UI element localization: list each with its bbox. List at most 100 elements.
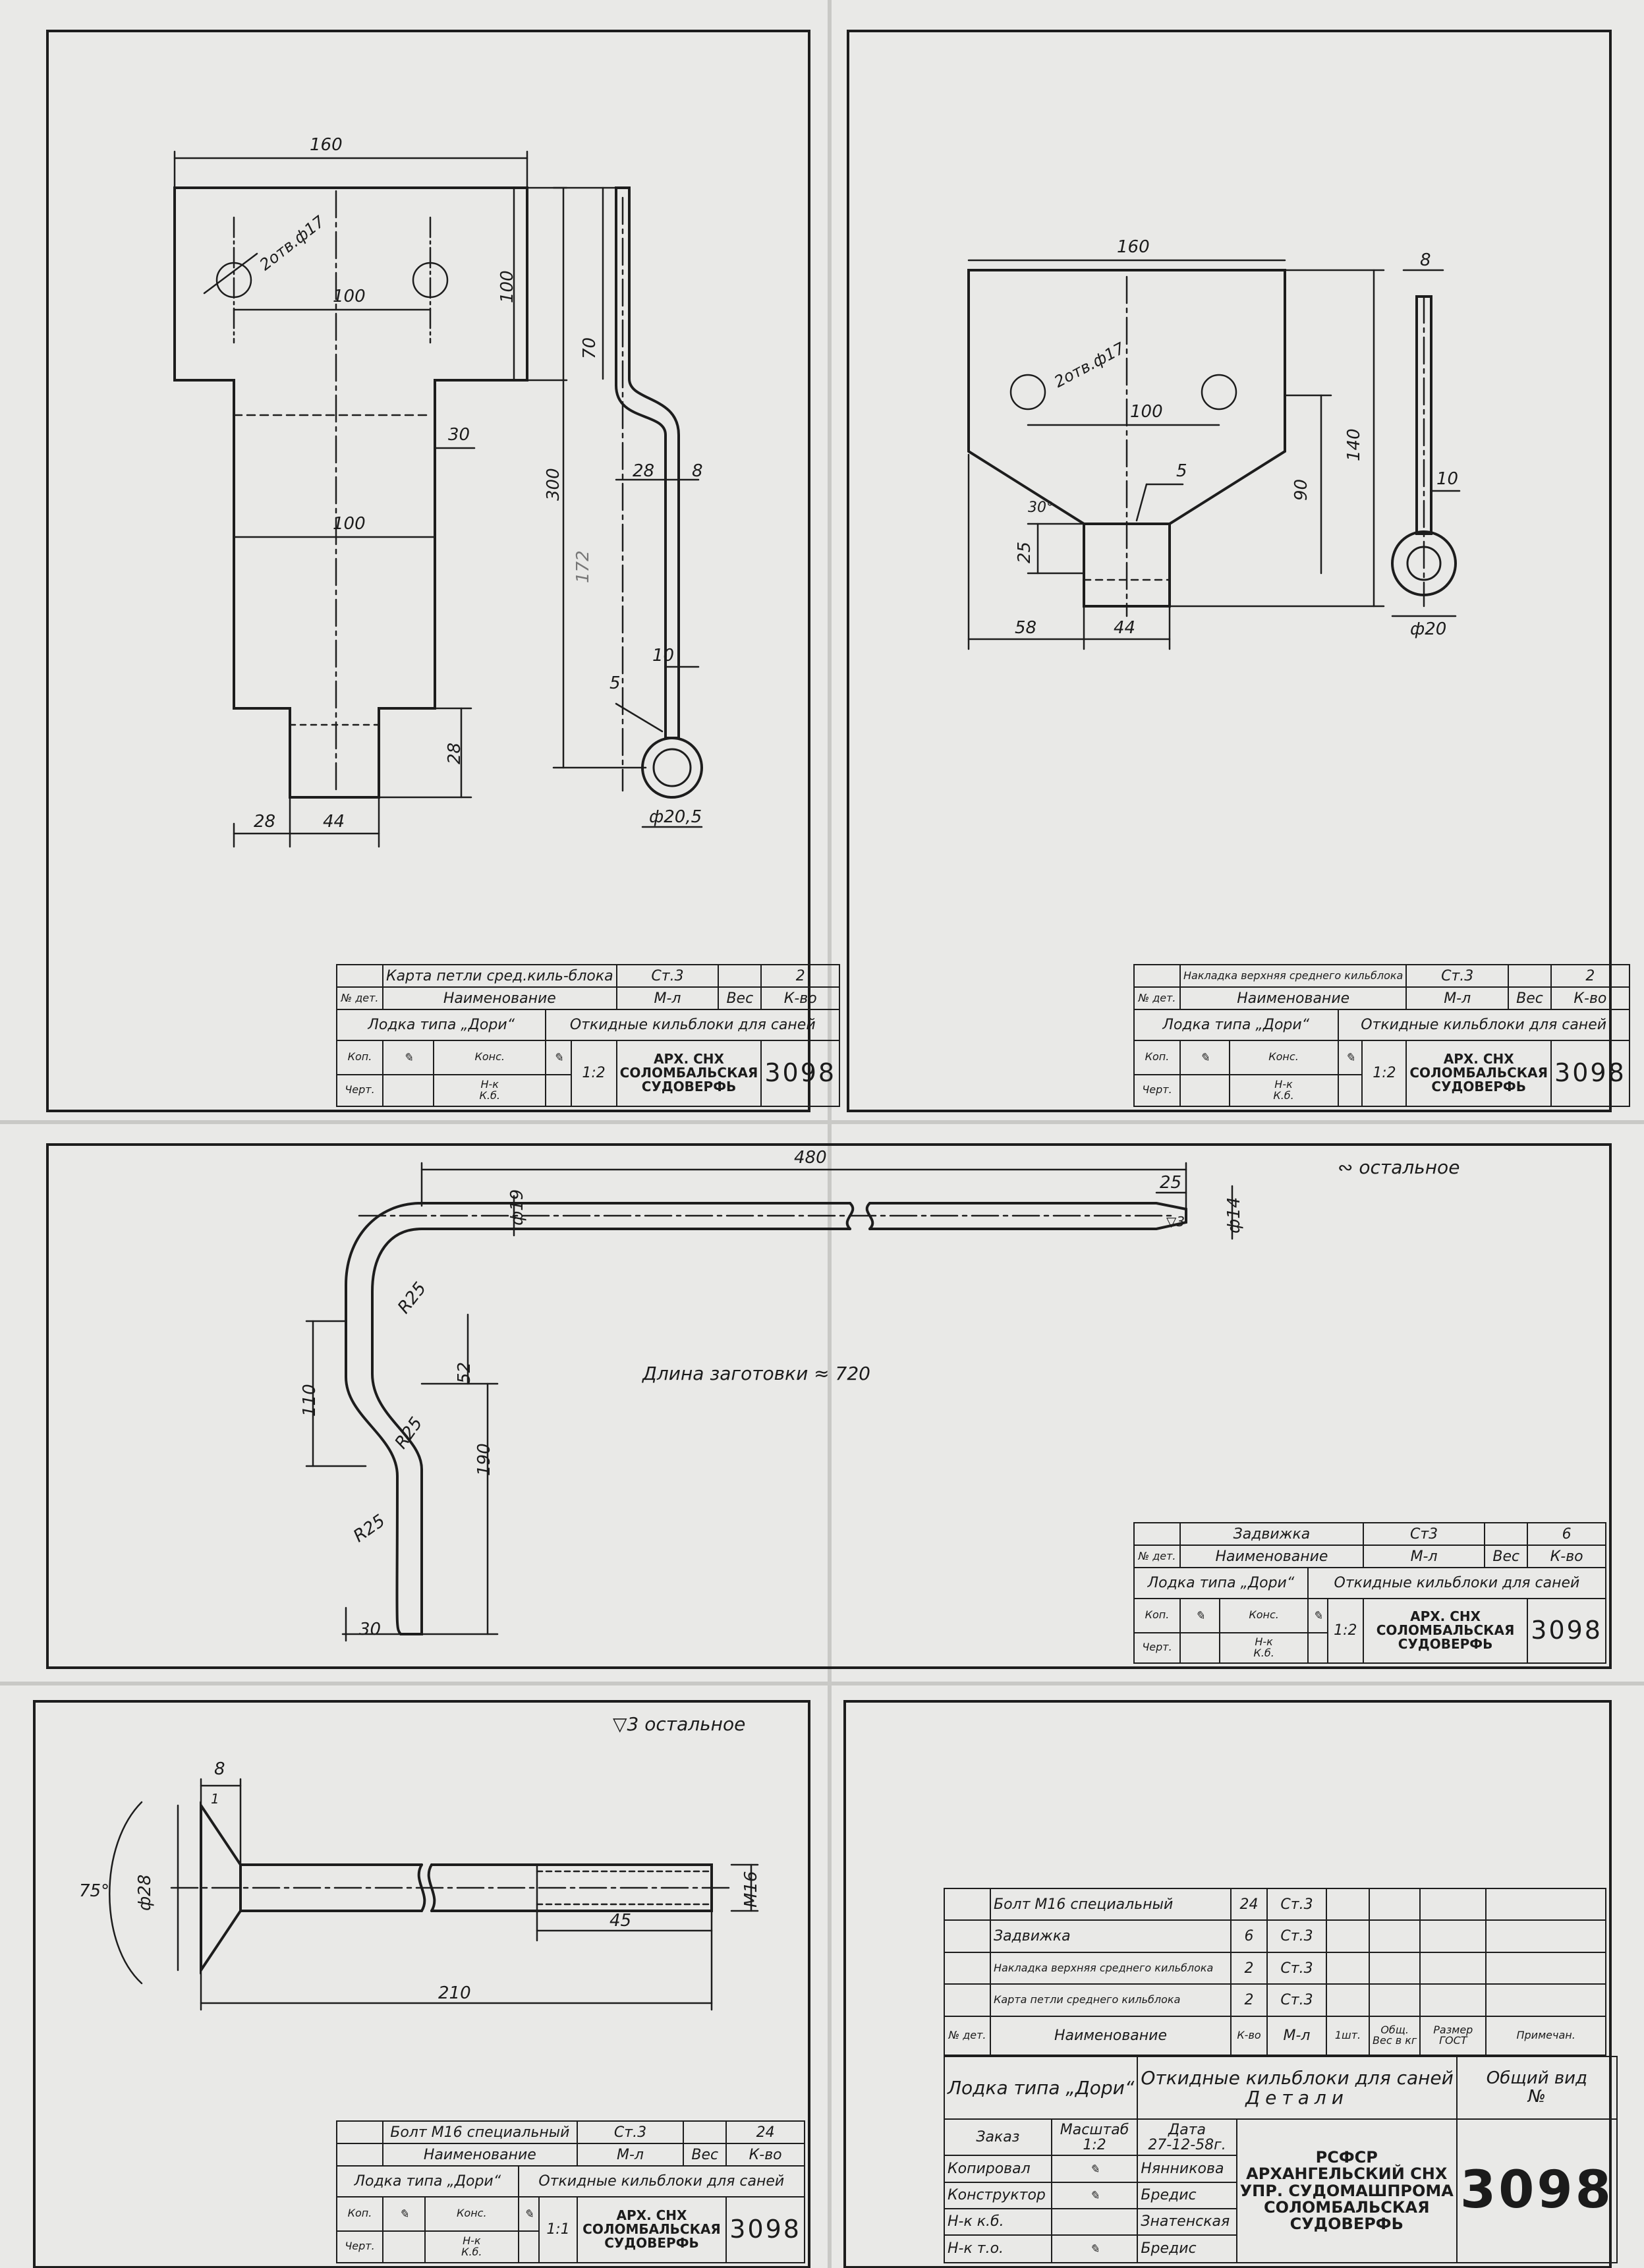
fold-line-vertical	[828, 0, 832, 2268]
dim-44: 44	[1114, 618, 1136, 638]
dim-25: 25	[1160, 1173, 1182, 1193]
drawing-number: 3098	[1460, 2161, 1614, 2221]
dim-30: 30	[448, 425, 470, 445]
dim-210: 210	[438, 1983, 471, 2003]
dim-5: 5	[609, 673, 621, 693]
part-name: Болт М16 специальный	[382, 2120, 578, 2145]
material: Ст.3	[615, 963, 720, 988]
dim-8: 8	[692, 461, 703, 481]
org-line-1: АРХ. СНХ	[616, 2207, 687, 2224]
drawn-label: Черт.	[1133, 1073, 1181, 1108]
hinge-plate-front-view	[173, 186, 528, 799]
dim-90: 90	[1291, 478, 1311, 501]
dim-8: 8	[1420, 250, 1431, 270]
latch-bar	[345, 1202, 1187, 1635]
frame-panel-1	[46, 30, 810, 1112]
frame-panel-5	[843, 1700, 1612, 2268]
weight-label: Вес	[1508, 986, 1552, 1011]
hdr-material: М-л	[1266, 2015, 1327, 2056]
dim-1: 1	[211, 1791, 219, 1807]
view-label: Общий вид	[1486, 2068, 1588, 2089]
dim-172: 172	[573, 550, 593, 583]
boat-type: Лодка типа „Дори“	[336, 2165, 519, 2197]
spec-qty: 6	[1230, 1919, 1268, 1953]
org-line-2: СОЛОМБАЛЬСКАЯ	[1376, 1622, 1515, 1639]
constructor-label: Конс.	[433, 1039, 547, 1075]
hdr-size-gost: Размер ГОСТ	[1419, 2015, 1487, 2056]
org-line-3: УПР. СУДОМАШПРОМА	[1239, 2181, 1454, 2200]
spec-material: Ст.3	[1266, 1919, 1327, 1953]
role-head-to: Н-к т.о.	[944, 2234, 1052, 2264]
org-line-2: СОЛОМБАЛЬСКАЯ	[619, 1065, 758, 1081]
copied-label: Коп.	[1133, 1597, 1181, 1633]
dim-d20: ф20	[1410, 619, 1447, 639]
dim-75-deg: 75°	[79, 1881, 110, 1901]
dim-28-side: 28	[633, 461, 655, 481]
detail-no-label: № дет.	[336, 986, 383, 1011]
kb-label: К.б.	[1253, 1646, 1274, 1659]
qty-label: К-во	[760, 986, 841, 1011]
nk-label: Н-к	[463, 2234, 481, 2248]
quantity: 2	[760, 963, 841, 988]
spec-material: Ст.3	[1266, 1887, 1327, 1921]
dim-160: 160	[1117, 237, 1150, 257]
scale-label: Масштаб	[1060, 2121, 1129, 2138]
boat-type: Лодка типа „Дори“	[1133, 1567, 1309, 1599]
constructor-label: Конс.	[1219, 1597, 1309, 1633]
project-name: Откидные кильблоки для саней	[1141, 2067, 1454, 2089]
blank-length-note: Длина заготовки ≈ 720	[642, 1363, 870, 1384]
dim-140: 140	[1344, 428, 1364, 461]
detail-no-label: № дет.	[1133, 986, 1181, 1011]
spec-material: Ст.3	[1266, 1951, 1327, 1985]
role-copied: Копировал	[944, 2155, 1052, 2183]
dim-52: 52	[455, 1361, 474, 1384]
material: Ст.3	[576, 2120, 685, 2145]
spec-qty: 2	[1230, 1983, 1268, 2017]
name-label: Наименование	[1179, 986, 1407, 1011]
drawing-number: 3098	[760, 1039, 841, 1108]
dim-10: 10	[652, 646, 675, 666]
nk-label: Н-к	[1255, 1635, 1273, 1649]
detail-no-label: № дет.	[1133, 1545, 1181, 1569]
hinge-plate-side-view	[615, 186, 703, 799]
dim-300: 300	[544, 468, 563, 501]
hdr-notes: Примечан.	[1485, 2015, 1606, 2056]
org-line-3: СУДОВЕРФЬ	[1431, 1079, 1526, 1095]
weight-label: Вес	[718, 986, 762, 1011]
number-label: №	[1527, 2086, 1546, 2107]
qty-label: К-во	[1550, 986, 1630, 1011]
project-name: Откидные кильблоки для саней	[517, 2165, 806, 2197]
dim-d19: ф19	[507, 1189, 527, 1226]
material-label: М-л	[576, 2143, 685, 2167]
person-name: Бредис	[1137, 2181, 1237, 2209]
part-name: Карта петли сред.киль-блока	[382, 963, 617, 988]
org-line-3: СУДОВЕРФЬ	[641, 1079, 737, 1095]
kb-label: К.б.	[1273, 1089, 1294, 1102]
dim-100-body: 100	[333, 514, 366, 534]
dim-100-vertical: 100	[497, 270, 517, 303]
quantity: 24	[725, 2120, 805, 2145]
order-label: Заказ	[944, 2118, 1052, 2157]
frame-panel-2	[847, 30, 1612, 1112]
dim-100-holes: 100	[333, 287, 366, 306]
dim-m16: М16	[741, 1871, 761, 1908]
drawn-label: Черт.	[336, 2230, 383, 2264]
kb-label: К.б.	[461, 2245, 482, 2258]
dim-30-deg: 30°	[1028, 499, 1054, 516]
drawn-label: Черт.	[336, 1073, 383, 1108]
frame-panel-4	[33, 1700, 810, 2268]
spec-material: Ст.3	[1266, 1983, 1327, 2017]
material-label: М-л	[1362, 1545, 1486, 1569]
fold-line-horizontal	[0, 1120, 1644, 1124]
qty-label: К-во	[1527, 1545, 1606, 1569]
org-line-1: АРХ. СНХ	[1443, 1051, 1514, 1067]
dim-160: 160	[310, 135, 343, 155]
org-line-3: СУДОВЕРФЬ	[1398, 1636, 1493, 1653]
dim-d20-5: ф20,5	[649, 807, 702, 827]
person-name: Нянникова	[1137, 2155, 1237, 2183]
spec-qty: 2	[1230, 1951, 1268, 1985]
